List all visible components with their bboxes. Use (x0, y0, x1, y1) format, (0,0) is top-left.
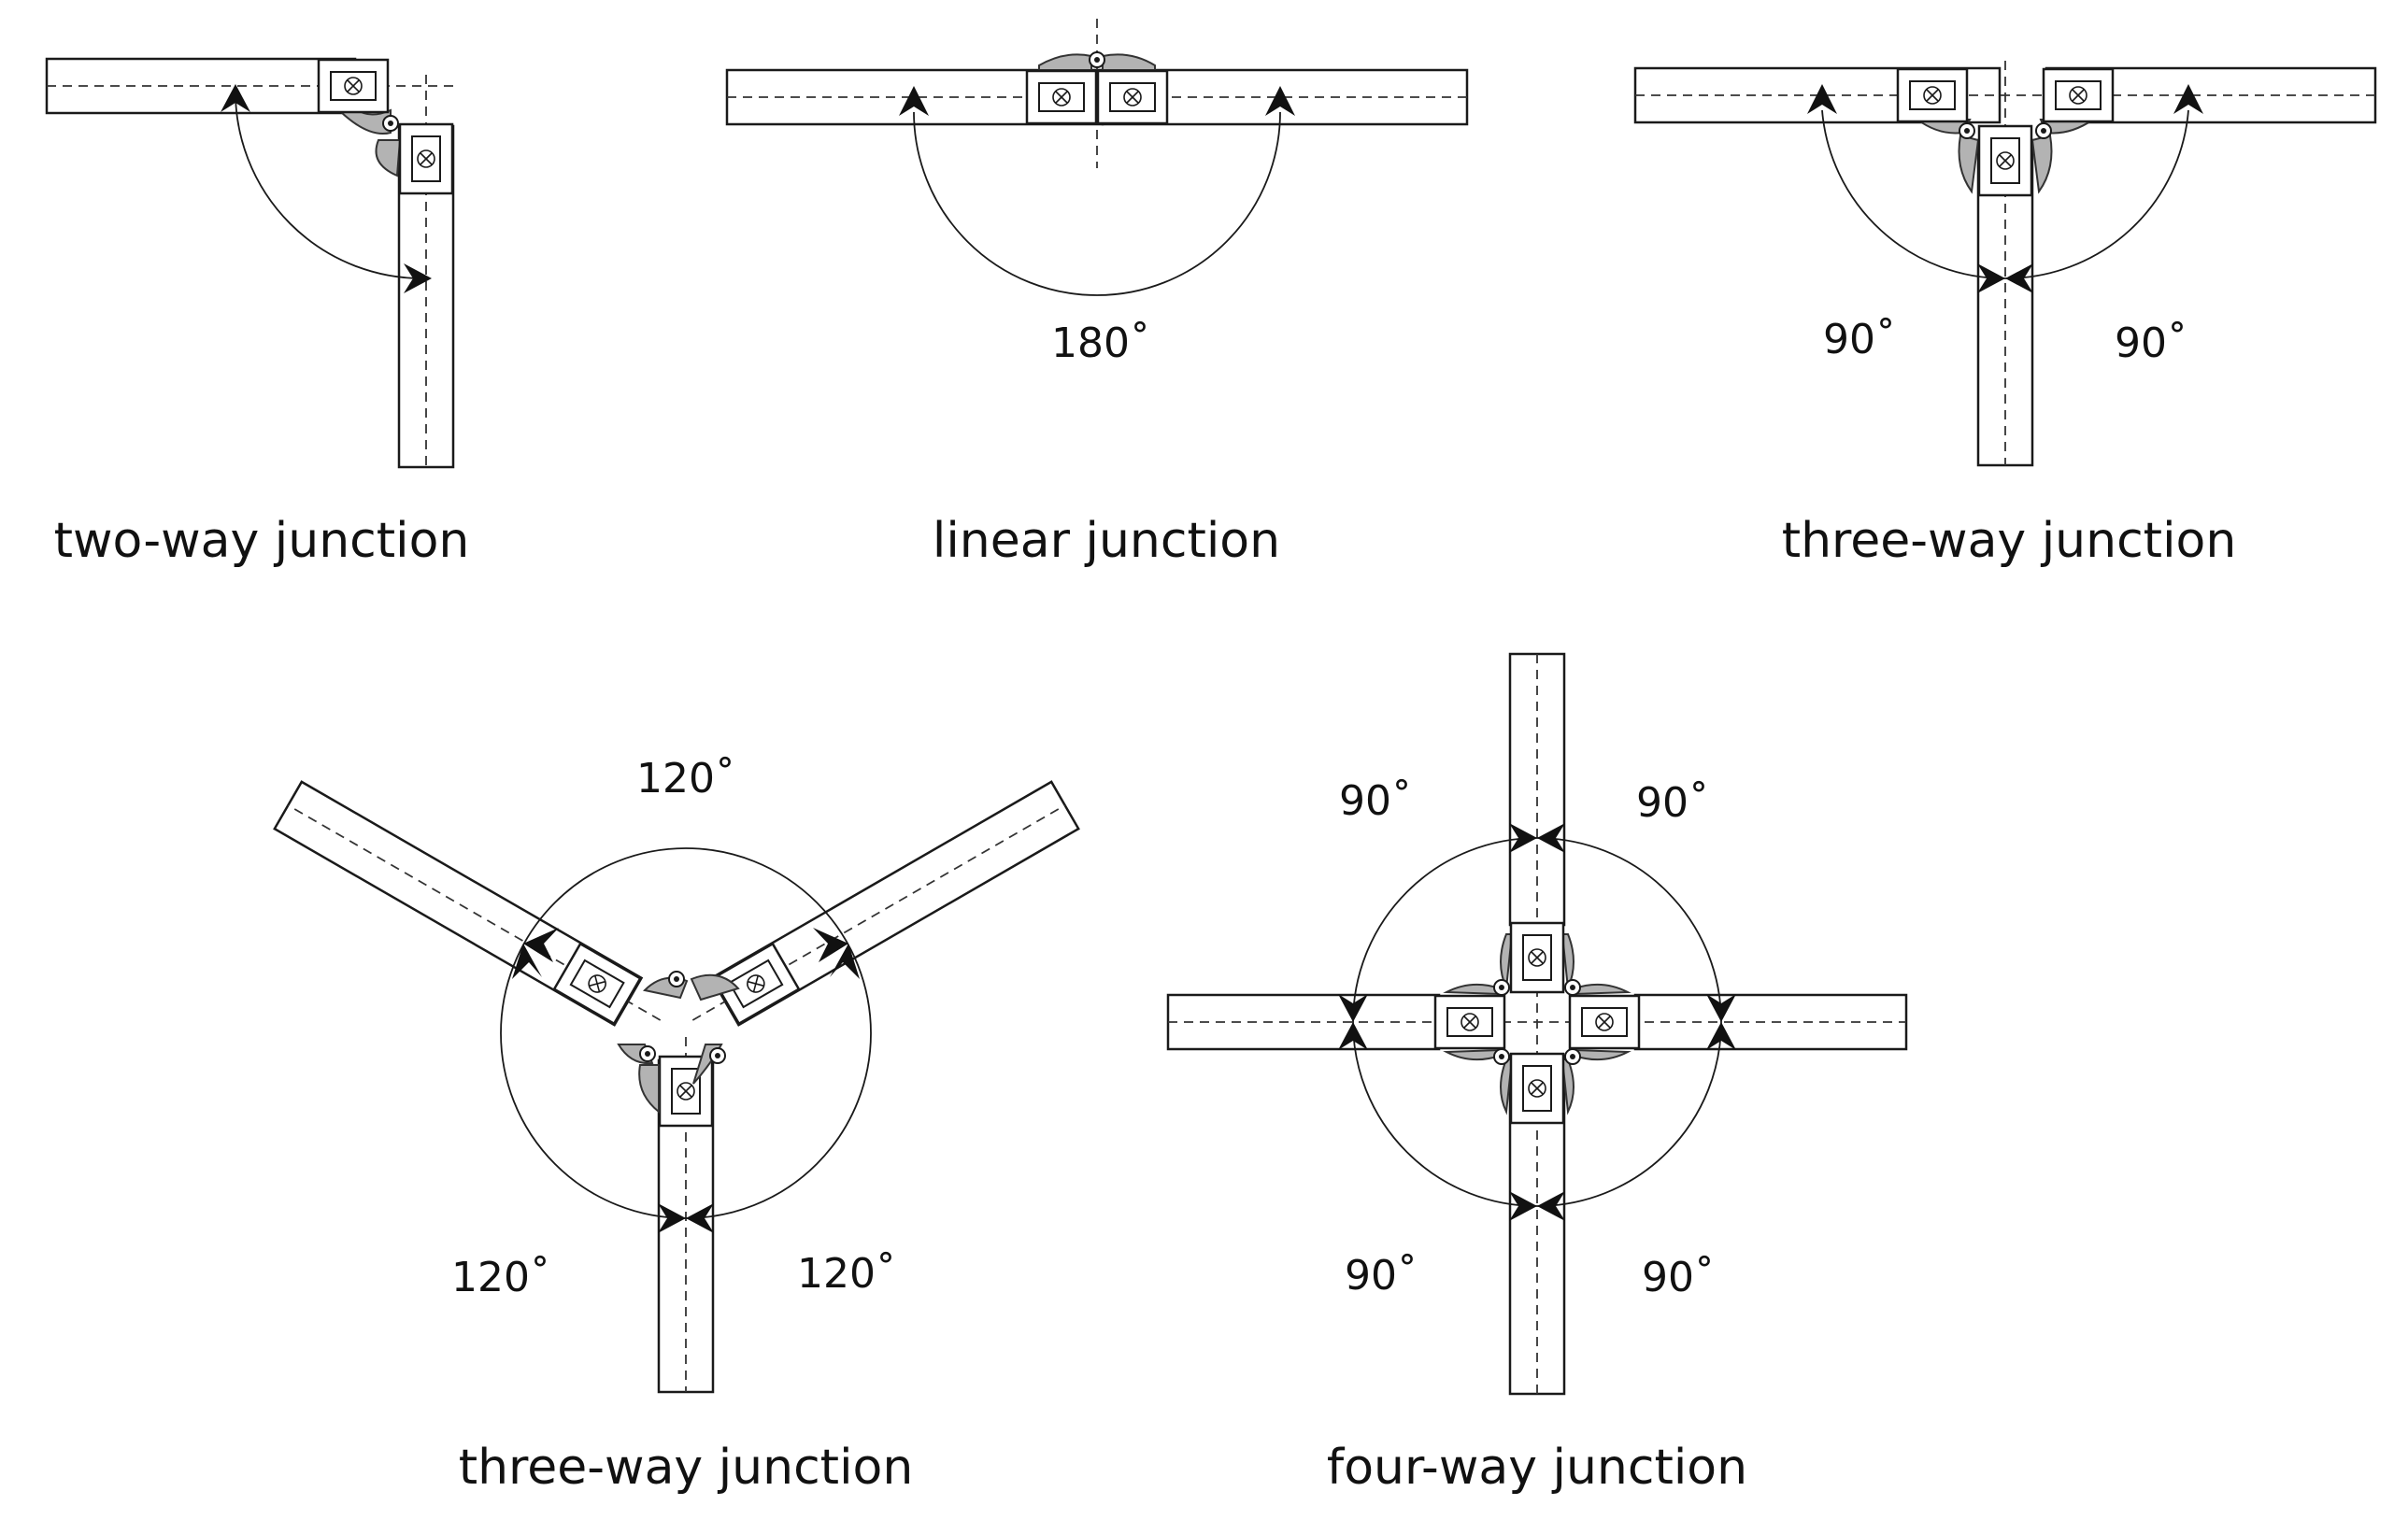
angle-label: 90˚ (1642, 1254, 1715, 1301)
angle-label: 120˚ (451, 1254, 550, 1301)
hinge-pin (382, 115, 399, 132)
angle-arc (913, 111, 1281, 296)
hinge-pin (668, 971, 685, 987)
angle-label: 180˚ (1051, 320, 1150, 367)
arrow-head (2173, 84, 2203, 114)
clip (1096, 69, 1169, 125)
clip (1896, 67, 1969, 123)
arrow-head (1977, 263, 2005, 293)
arrow-head (1338, 1022, 1368, 1050)
hinge-pin (1089, 51, 1105, 68)
clip (2042, 67, 2115, 123)
caption: four-way junction (1327, 1440, 1747, 1496)
angle-arc (235, 88, 426, 279)
arrow-head (2005, 263, 2033, 293)
arrow-head (1537, 1191, 1565, 1221)
arrow-head (1807, 84, 1837, 114)
caption: two-way junction (54, 513, 470, 569)
arrow-head (512, 944, 542, 979)
clip (1568, 994, 1641, 1050)
arrow-head (1265, 86, 1295, 116)
clip (1509, 921, 1565, 994)
hinge-pin (709, 1047, 726, 1064)
arrow-head (899, 86, 929, 116)
arrow-head (1338, 994, 1368, 1022)
angle-arc (1821, 109, 2006, 279)
connector-tab (1102, 53, 1156, 71)
caption: linear junction (933, 513, 1280, 569)
hinge-pin (1493, 979, 1510, 996)
hinge-pin (639, 1045, 656, 1062)
arrow-head (658, 1203, 686, 1233)
angle-label: 120˚ (797, 1250, 896, 1298)
clip (317, 58, 390, 114)
diagram-four-way: 90˚ 90˚ 90˚ 90˚ four-way junction (1166, 652, 1908, 1496)
hinge-pin (1564, 979, 1581, 996)
arrow-head (221, 84, 250, 112)
clip (1433, 994, 1506, 1050)
angle-label: 90˚ (1339, 777, 1412, 825)
clip (1509, 1052, 1565, 1125)
diagram-linear: 180˚ linear junction (725, 19, 1469, 569)
arrow-head (813, 928, 848, 962)
arrow-head (686, 1203, 714, 1233)
angle-label: 90˚ (1636, 779, 1709, 827)
hinge-pin (2035, 122, 2052, 139)
clip (398, 122, 454, 195)
clip (1977, 124, 2033, 197)
arrow-head (1537, 823, 1565, 853)
angle-label: 90˚ (1345, 1252, 1418, 1300)
diagram-three-way-y: 120˚ 120˚ 120˚ three-way junction (273, 755, 1080, 1496)
hinge-pin (1493, 1048, 1510, 1065)
profile-right (1633, 993, 1908, 1051)
hinge-pin (1959, 122, 1975, 139)
caption: three-way junction (1782, 513, 2237, 569)
hinge-pin (1564, 1048, 1581, 1065)
arrow-head (1509, 823, 1537, 853)
angle-label: 90˚ (1823, 316, 1896, 363)
arrow-head (404, 263, 432, 293)
arrow-head (830, 944, 860, 979)
angle-label: 120˚ (636, 755, 735, 803)
connector-tab (690, 973, 740, 1001)
arrow-head (1706, 1022, 1736, 1050)
arrow-head (523, 928, 559, 962)
diagram-two-way: two-way junction (45, 57, 470, 569)
diagram-three-way-t: 90˚ 90˚ three-way junction (1633, 61, 2377, 569)
clip (1025, 69, 1098, 125)
arrow-head (1509, 1191, 1537, 1221)
connector-tab (1038, 53, 1092, 71)
caption: three-way junction (459, 1440, 914, 1496)
arrow-head (1706, 994, 1736, 1022)
angle-label: 90˚ (2115, 320, 2187, 367)
angle-arc (2004, 109, 2189, 279)
